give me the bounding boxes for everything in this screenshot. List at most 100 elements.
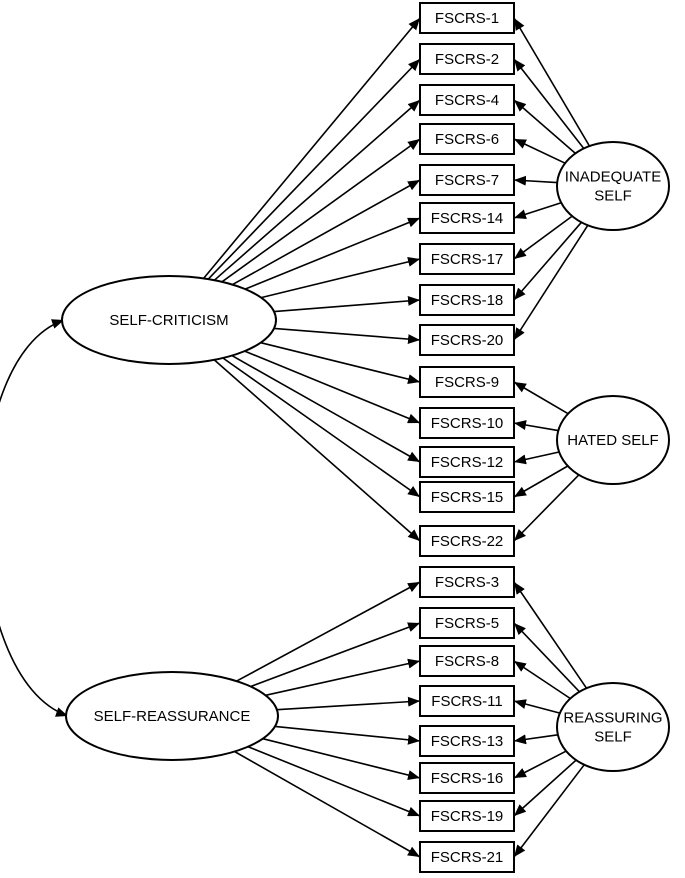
indicator-fscrs-5: FSCRS-5 (419, 607, 515, 639)
indicator-label: FSCRS-19 (431, 808, 504, 825)
path-self-criticism-to-fscrs-12 (231, 354, 421, 463)
path-self-criticism-to-fscrs-10 (244, 350, 421, 424)
indicator-fscrs-8: FSCRS-8 (419, 645, 515, 677)
path-inadequate-self-to-fscrs-17 (513, 215, 573, 260)
indicator-label: FSCRS-6 (435, 131, 499, 148)
indicator-fscrs-17: FSCRS-17 (419, 243, 515, 275)
indicator-fscrs-15: FSCRS-15 (419, 481, 515, 513)
indicator-fscrs-19: FSCRS-19 (419, 800, 515, 832)
indicator-fscrs-9: FSCRS-9 (419, 366, 515, 398)
path-inadequate-self-to-fscrs-18 (513, 221, 583, 301)
path-self-criticism-to-fscrs-1 (202, 17, 421, 279)
path-self-reassurance-to-fscrs-21 (234, 750, 421, 858)
path-self-criticism-to-fscrs-17 (260, 256, 421, 299)
factor-label: SELF (594, 729, 632, 746)
indicator-fscrs-14: FSCRS-14 (419, 202, 515, 234)
indicator-fscrs-1: FSCRS-1 (419, 2, 515, 34)
indicator-box (419, 43, 515, 75)
indicator-box (419, 685, 515, 717)
indicator-fscrs-11: FSCRS-11 (419, 685, 515, 717)
indicator-fscrs-6: FSCRS-6 (419, 123, 515, 155)
path-inadequate-self-to-fscrs-20 (513, 224, 589, 341)
indicator-label: FSCRS-17 (431, 251, 504, 268)
indicator-box (419, 202, 515, 234)
indicator-fscrs-22: FSCRS-22 (419, 525, 515, 557)
indicator-box (419, 525, 515, 557)
path-inadequate-self-to-fscrs-7 (513, 175, 558, 186)
path-inadequate-self-to-fscrs-4 (513, 99, 576, 155)
path-hated-self-to-fscrs-15 (513, 465, 569, 498)
path-self-criticism-to-fscrs-2 (207, 58, 421, 280)
path-self-criticism-to-fscrs-7 (232, 179, 421, 286)
edges (0, 17, 591, 858)
indicator-box (419, 243, 515, 275)
factor-self-reassurance: SELF-REASSURANCE (65, 671, 279, 761)
factor-reassuring-self: REASSURING SELF (556, 682, 670, 772)
path-self-criticism-to-fscrs-15 (222, 357, 421, 498)
indicator-fscrs-12: FSCRS-12 (419, 446, 515, 478)
factor-ellipse (61, 275, 277, 365)
indicator-box (419, 841, 515, 873)
indicator-fscrs-13: FSCRS-13 (419, 725, 515, 757)
path-self-criticism-to-fscrs-20 (273, 327, 421, 345)
path-self-criticism-to-fscrs-9 (260, 341, 421, 384)
path-self-reassurance-to-fscrs-5 (250, 622, 421, 688)
factor-ellipse (556, 395, 670, 485)
factor-hated-self: HATED SELF (556, 395, 670, 485)
path-self-reassurance-to-fscrs-3 (236, 581, 421, 682)
indicator-label: FSCRS-1 (435, 10, 499, 27)
path-hated-self-to-fscrs-9 (513, 381, 569, 415)
path-inadequate-self-to-fscrs-14 (513, 201, 562, 220)
path-self-reassurance-to-fscrs-11 (276, 696, 421, 711)
indicator-fscrs-2: FSCRS-2 (419, 43, 515, 75)
indicator-fscrs-10: FSCRS-10 (419, 407, 515, 439)
path-hated-self-to-fscrs-10 (513, 420, 559, 432)
indicator-label: FSCRS-15 (431, 489, 504, 506)
indicator-box (419, 800, 515, 832)
indicator-box (419, 481, 515, 513)
factor-label: SELF-CRITICISM (109, 312, 228, 329)
factor-label: SELF-REASSURANCE (94, 708, 251, 725)
indicator-label: FSCRS-20 (431, 332, 504, 349)
indicator-box (419, 284, 515, 316)
factor-inadequate-self: INADEQUATE SELF (556, 141, 670, 231)
covariance-self-criticism-self-reassurance (0, 319, 69, 717)
path-self-criticism-to-fscrs-4 (213, 99, 421, 281)
path-self-criticism-to-fscrs-18 (273, 295, 421, 313)
path-reassuring-self-to-fscrs-13 (513, 734, 559, 745)
path-inadequate-self-to-fscrs-2 (513, 58, 585, 149)
factor-ellipse (556, 682, 670, 772)
factor-label: INADEQUATE (565, 169, 661, 186)
factor-label: REASSURING (563, 710, 662, 727)
indicator-label: FSCRS-9 (435, 374, 499, 391)
indicator-box (419, 566, 515, 598)
path-hated-self-to-fscrs-22 (513, 474, 580, 542)
factor-label: SELF (594, 188, 632, 205)
indicator-label: FSCRS-21 (431, 849, 504, 866)
indicator-label: FSCRS-14 (431, 210, 504, 227)
indicator-fscrs-4: FSCRS-4 (419, 84, 515, 116)
indicator-fscrs-21: FSCRS-21 (419, 841, 515, 873)
indicator-label: FSCRS-11 (431, 693, 502, 710)
indicator-box (419, 725, 515, 757)
indicator-fscrs-7: FSCRS-7 (419, 164, 515, 196)
indicator-fscrs-18: FSCRS-18 (419, 284, 515, 316)
indicator-label: FSCRS-10 (431, 415, 504, 432)
indicator-fscrs-20: FSCRS-20 (419, 324, 515, 356)
indicator-box (419, 446, 515, 478)
path-reassuring-self-to-fscrs-8 (513, 660, 571, 700)
indicator-label: FSCRS-16 (431, 770, 504, 787)
indicator-label: FSCRS-18 (431, 292, 504, 309)
indicator-box (419, 762, 515, 794)
path-reassuring-self-to-fscrs-11 (513, 699, 561, 714)
factor-ellipse (556, 141, 670, 231)
path-self-reassurance-to-fscrs-16 (262, 737, 421, 780)
indicator-fscrs-16: FSCRS-16 (419, 762, 515, 794)
factor-ellipse (65, 671, 279, 761)
path-reassuring-self-to-fscrs-5 (513, 622, 581, 693)
path-self-criticism-to-fscrs-14 (244, 217, 421, 290)
nodes: FSCRS-1FSCRS-2FSCRS-4FSCRS-6FSCRS-7FSCRS… (61, 2, 670, 873)
indicator-box (419, 123, 515, 155)
path-self-reassurance-to-fscrs-8 (265, 658, 421, 697)
